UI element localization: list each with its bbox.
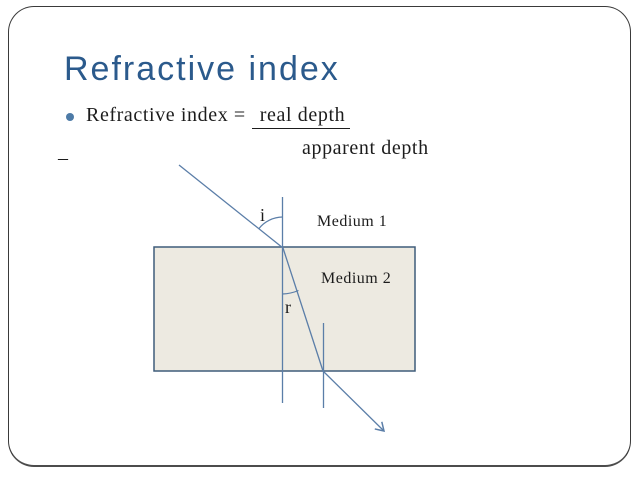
equation-denominator: apparent depth xyxy=(302,137,429,159)
equation-line-1: Refractive index =real depth xyxy=(86,104,351,129)
emergent-ray xyxy=(322,370,386,432)
refracted-ray xyxy=(282,247,324,372)
equation-numerator: real depth xyxy=(251,104,351,129)
incident-ray xyxy=(178,164,284,249)
slide-title: Refractive index xyxy=(64,50,340,88)
medium2-label: Medium 2 xyxy=(321,270,391,287)
empty-dash-bullet: – xyxy=(58,147,68,169)
angle-r-label: r xyxy=(285,297,291,317)
equation-prefix: Refractive index = xyxy=(86,104,246,126)
angle-i-arc xyxy=(258,216,283,230)
slide-frame xyxy=(8,6,631,467)
angle-r-arc xyxy=(282,289,299,295)
angle-i-label: i xyxy=(260,205,265,225)
bullet-dot-icon xyxy=(66,113,74,121)
medium1-label: Medium 1 xyxy=(317,213,387,230)
medium2-block xyxy=(153,246,416,372)
